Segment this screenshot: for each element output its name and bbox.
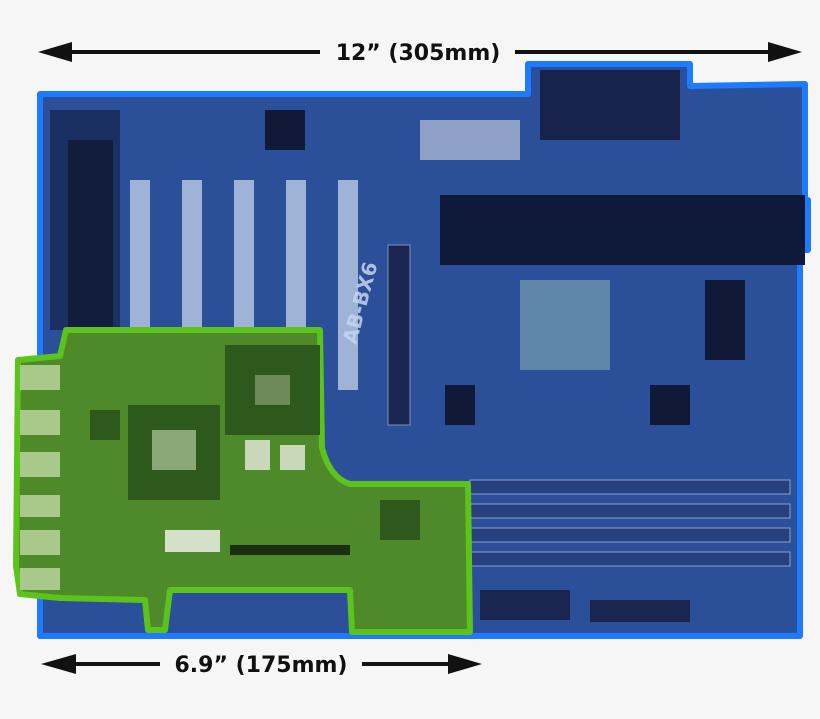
parallel-port [540,70,680,140]
gpu-die [152,430,196,470]
top-dimension-arrow: 12” (305mm) [38,41,802,66]
arrowhead-left [41,654,76,674]
port [20,365,60,390]
dimm-slot [469,503,791,519]
dimm-slots [469,479,791,567]
inductor [245,440,270,470]
pci-slot [338,180,358,390]
power-connector [420,120,520,160]
chip [445,385,475,425]
small-board-width-label: 6.9” (175mm) [175,653,348,678]
isa-slot [68,140,113,340]
heatsink [520,280,610,370]
arrowhead-right [768,42,802,62]
laptop-logic-board [13,327,473,635]
bottom-dimension-arrow: 6.9” (175mm) [41,653,482,678]
port [20,530,60,555]
port [20,410,60,435]
ide-connector [480,590,570,620]
cpu-die [255,375,290,405]
label-sticker [165,530,220,552]
large-board-width-label: 12” (305mm) [336,41,501,66]
chip [90,410,120,440]
dimm-slot [469,551,791,567]
inductor [280,445,305,470]
dimm-slot [469,479,791,495]
cpu-slot [440,195,805,265]
port [20,568,60,590]
chip [380,500,420,540]
arrowhead-right [448,654,482,674]
chip [265,110,305,150]
agp-slot [387,244,411,426]
dimm-slot [469,527,791,543]
side-ports [20,365,60,590]
arrowhead-left [38,42,72,62]
memory-connector [230,545,350,555]
port [20,495,60,517]
chip [650,385,690,425]
ide-connector [590,600,690,622]
chip [705,280,745,360]
port [20,452,60,477]
